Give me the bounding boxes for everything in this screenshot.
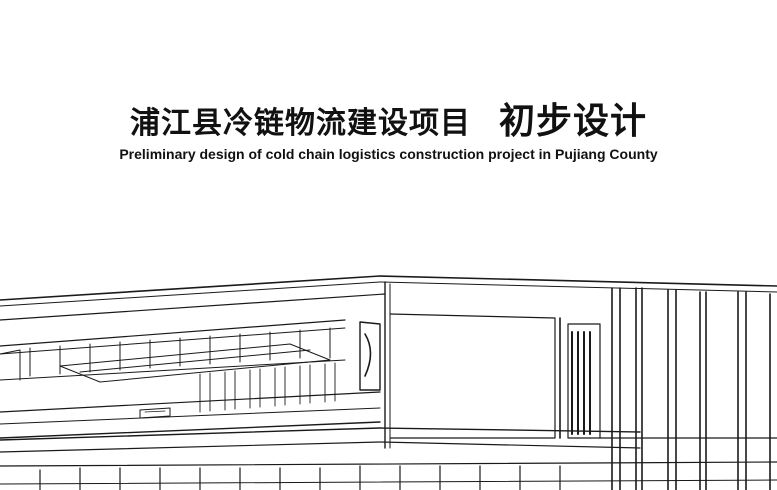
project-title-en: Preliminary design of cold chain logisti… bbox=[119, 146, 658, 162]
project-name-cn: 浦江县冷链物流建设项目 bbox=[129, 106, 471, 141]
project-title-cn: 浦江县冷链物流建设项目初步设计 bbox=[0, 92, 777, 144]
design-stage-cn: 初步设计 bbox=[498, 101, 647, 142]
building-sketch-illustration bbox=[0, 275, 777, 490]
